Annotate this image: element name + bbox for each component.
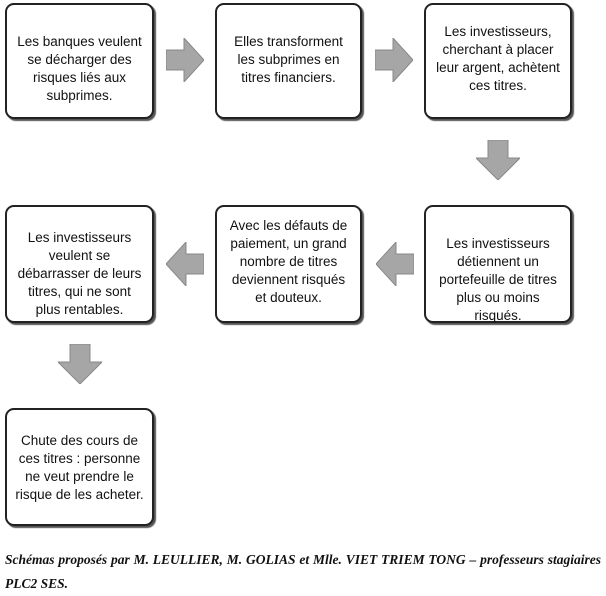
step-1-box: Les banques veulent se décharger des ris… xyxy=(5,3,154,119)
step-5-box: Avec les défauts de paiement, un grand n… xyxy=(215,205,362,323)
arrow-right-icon xyxy=(166,38,204,82)
step-7-box: Chute des cours de ces titres : personne… xyxy=(5,408,154,526)
arrow-down-icon xyxy=(476,140,520,180)
arrow-right-icon xyxy=(375,38,413,82)
step-6-box: Les investisseurs veulent se débarrasser… xyxy=(5,205,154,323)
step-3-box: Les investisseurs, cherchant à placer le… xyxy=(424,3,572,119)
caption: Schémas proposés par M. LEULLIER, M. GOL… xyxy=(5,552,601,591)
step-2-box: Elles transforment les subprimes en titr… xyxy=(215,3,362,119)
step-4-box: Les investisseurs détiennent un portefeu… xyxy=(424,205,572,323)
arrow-left-icon xyxy=(376,242,414,286)
arrow-left-icon xyxy=(166,242,204,286)
arrow-down-icon xyxy=(58,344,102,384)
